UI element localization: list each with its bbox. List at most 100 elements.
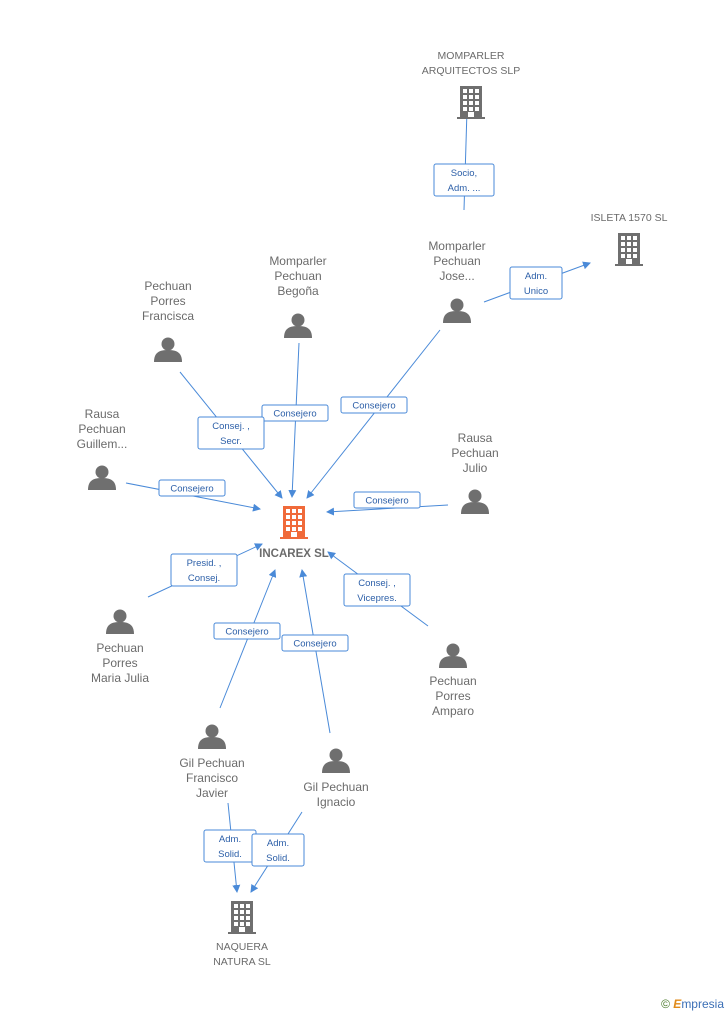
edge-label-box[interactable] <box>251 833 305 867</box>
edge-label-text: Secr. <box>220 436 242 447</box>
edge-label-text: Consejero <box>225 627 268 638</box>
edges-layer: Socio,Adm. ...Adm.UnicoConsejeroConsejer… <box>125 109 591 893</box>
copyright-icon: © <box>661 997 670 1011</box>
node-label-line: Rausa <box>458 431 493 445</box>
edge-rausa-julio-to-main: Consejero <box>326 491 449 516</box>
person-icon <box>284 313 312 338</box>
node-label-line: Maria Julia <box>91 671 149 685</box>
node-label-line: Pechuan <box>96 641 143 655</box>
edge-gil-ignacio-to-naquera: Adm.Solid. <box>250 811 305 893</box>
edge-label-box[interactable] <box>170 553 238 587</box>
node-label-line: NATURA SL <box>213 956 271 968</box>
node-company-momparler-arq[interactable]: MOMPARLER ARQUITECTOS SLP <box>422 50 520 119</box>
edge-gil-francisco-to-main: Consejero <box>213 569 281 709</box>
node-label-line: Porres <box>102 656 137 670</box>
edge-label-text: Adm. ... <box>448 183 481 194</box>
node-person-momparler-jose[interactable]: MomparlerPechuanJose... <box>428 239 486 323</box>
edge-pechuan-amparo-to-main: Consej. , Vicepres. <box>327 551 429 627</box>
building-icon-main <box>280 506 308 539</box>
edge-label-text: Consej. <box>188 573 220 584</box>
edge-label-text: Adm. <box>219 834 241 845</box>
node-label-line: Rausa <box>85 407 120 421</box>
edge-label-box[interactable] <box>343 573 411 607</box>
person-icon <box>461 489 489 514</box>
node-label-line: Pechuan <box>144 279 191 293</box>
edge-pechuan-maria-to-main: Presid. ,Consej. <box>147 543 263 598</box>
person-icon <box>198 724 226 749</box>
edge-label-box[interactable] <box>158 479 226 497</box>
edge-gil-francisco-to-naquera: Adm. Solid. <box>203 802 257 893</box>
node-label-line: Amparo <box>432 704 474 718</box>
edge-label-text: Consej. , <box>358 578 396 589</box>
node-label-line: Pechuan <box>433 254 480 268</box>
node-label-line: Pechuan <box>429 674 476 688</box>
edge-label-text: Consejero <box>352 401 395 412</box>
edge-label-text: Adm. <box>525 271 547 282</box>
node-label-line: Francisca <box>142 309 194 323</box>
node-label-line: Momparler <box>269 254 326 268</box>
node-label-line: Gil Pechuan <box>303 780 368 794</box>
person-icon <box>154 337 182 362</box>
edge-label-text: Vicepres. <box>357 593 396 604</box>
edge-label-box[interactable] <box>261 404 329 422</box>
edge-label-box[interactable] <box>197 416 265 450</box>
person-icon <box>88 465 116 490</box>
node-company-isleta[interactable]: ISLETA 1570 SL <box>591 212 668 266</box>
edge-label-box[interactable] <box>340 396 408 414</box>
edge-label-box[interactable] <box>281 634 349 652</box>
edge-gil-ignacio-to-main: Consejero <box>281 569 349 734</box>
edge-label-text: Socio, <box>451 168 477 179</box>
edge-label-box[interactable] <box>509 266 563 300</box>
edge-label-text: Consejero <box>293 639 336 650</box>
person-icon <box>322 748 350 773</box>
edge-label-text: Solid. <box>218 849 242 860</box>
person-icon <box>106 609 134 634</box>
edge-label-text: Consejero <box>273 409 316 420</box>
edge-label-text: Solid. <box>266 853 290 864</box>
edge-label-box[interactable] <box>433 163 495 197</box>
edge-label-text: Consejero <box>365 496 408 507</box>
building-icon <box>457 86 485 119</box>
node-label-line: Julio <box>463 461 488 475</box>
edge-momparler-jose-to-isleta: Adm. Unico <box>483 261 591 303</box>
node-label-line: MOMPARLER <box>438 50 505 62</box>
edge-momparler-begona-to-main: Consejero <box>261 342 329 498</box>
node-label-line: Porres <box>150 294 185 308</box>
node-label-line: Pechuan <box>78 422 125 436</box>
node-label-line: ISLETA 1570 SL <box>591 212 668 224</box>
node-incarex[interactable]: INCAREX SL <box>259 506 329 560</box>
edge-pechuan-francisca-to-main: Consej. , Secr. <box>179 371 283 499</box>
edge-label-text: Unico <box>524 286 548 297</box>
building-icon <box>228 901 256 934</box>
building-icon <box>615 233 643 266</box>
main-company-label: INCAREX SL <box>259 548 329 560</box>
edge-rausa-guillem-to-main: Consejero <box>125 479 261 512</box>
node-person-rausa-guillem[interactable]: RausaPechuanGuillem... <box>77 407 128 490</box>
node-label-line: NAQUERA <box>216 941 268 953</box>
node-label-line: Porres <box>435 689 470 703</box>
edge-label-box[interactable] <box>213 622 281 640</box>
node-company-naquera[interactable]: NAQUERA NATURA SL <box>213 901 271 968</box>
brand-initial: E <box>673 997 682 1011</box>
person-icon <box>443 298 471 323</box>
node-label-line: Jose... <box>439 269 474 283</box>
brand-logo: © Empresia <box>661 997 724 1011</box>
node-label-line: Francisco <box>186 771 238 785</box>
edge-label-text: Consej. , <box>212 421 250 432</box>
node-label-line: Momparler <box>428 239 485 253</box>
node-label-line: Pechuan <box>451 446 498 460</box>
node-label-line: ARQUITECTOS SLP <box>422 65 520 77</box>
node-label-line: Ignacio <box>317 795 356 809</box>
node-label-line: Begoña <box>277 284 319 298</box>
edge-label-box[interactable] <box>353 491 421 509</box>
node-label-line: Pechuan <box>274 269 321 283</box>
node-label-line: Gil Pechuan <box>179 756 244 770</box>
